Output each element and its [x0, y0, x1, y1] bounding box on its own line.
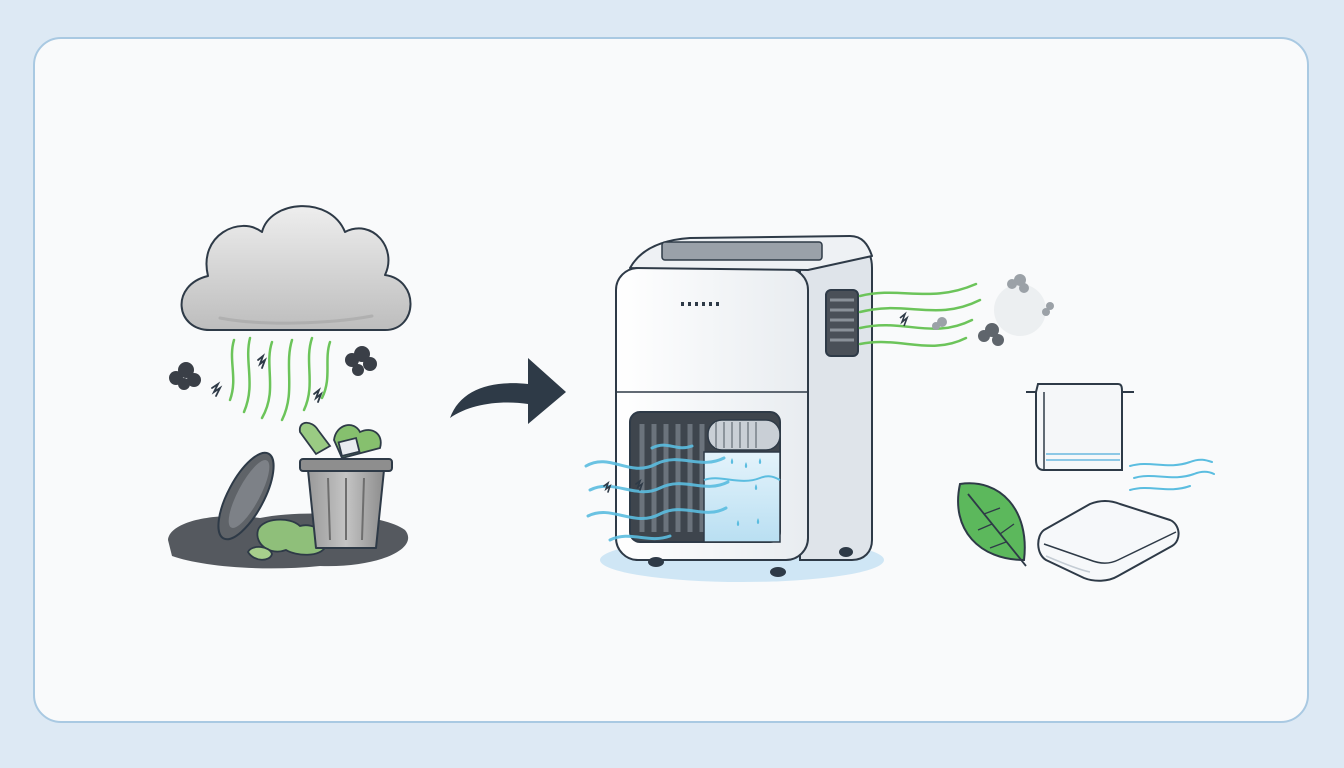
food-waste-icon — [246, 421, 382, 561]
exhaust-vent-icon — [825, 289, 859, 357]
exhaust-squiggle — [899, 311, 909, 327]
dispersing-smoke-icon — [932, 274, 1054, 346]
bin-lid-icon — [217, 451, 275, 541]
odor-source-group — [168, 205, 412, 569]
right-arrow-icon — [450, 358, 566, 424]
device-feet — [648, 547, 853, 577]
moisture-squiggles — [603, 478, 644, 493]
dehumidifier-icon — [600, 235, 884, 582]
water-droplets — [730, 458, 762, 526]
smoke-puff-icon — [169, 346, 377, 390]
odor-squiggles — [211, 353, 323, 403]
top-panel — [661, 241, 823, 261]
towel-on-rack-icon — [1026, 383, 1134, 471]
folded-towel-icon — [1037, 500, 1180, 582]
odor-lines-icon — [228, 336, 332, 422]
exhaust-odor-lines-icon — [858, 282, 982, 347]
trash-bin-icon — [299, 458, 393, 549]
fresh-result-group — [957, 383, 1215, 582]
leaf-icon — [957, 482, 1027, 567]
cloud-icon — [180, 205, 412, 331]
water-tank-icon — [703, 451, 781, 543]
control-indicators — [681, 302, 719, 306]
fresh-air-lines-icon — [1129, 458, 1215, 491]
